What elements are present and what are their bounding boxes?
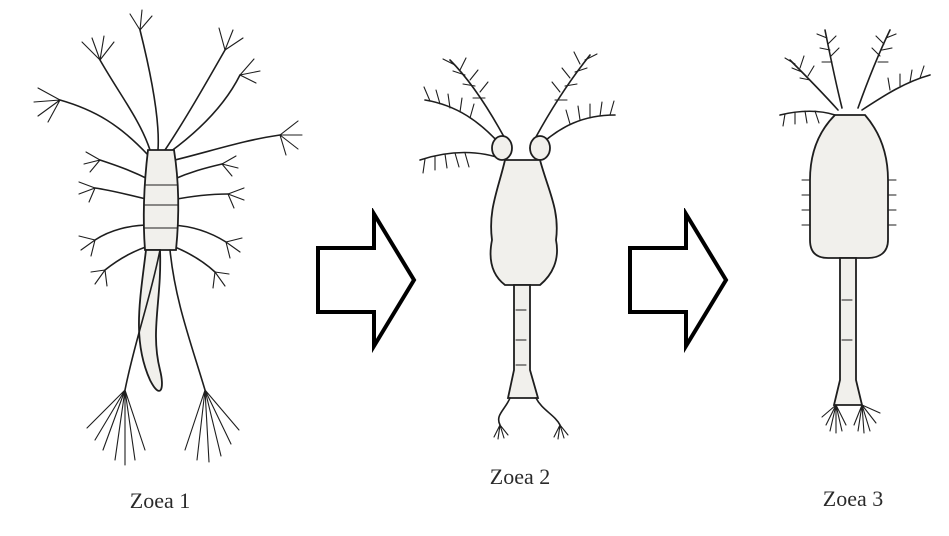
zoea-2-panel: Zoea 2: [410, 0, 630, 536]
zoea-1-illustration: [0, 0, 310, 536]
zoea-2-illustration: [410, 0, 630, 536]
zoea-1-caption: Zoea 1: [60, 488, 260, 514]
zoea-2-caption: Zoea 2: [420, 464, 620, 490]
zoea-3-panel: Zoea 3: [750, 0, 949, 536]
arrow-zoea1-to-zoea2: [312, 208, 422, 354]
zoea-3-illustration: [750, 0, 949, 536]
zoea-3-caption: Zoea 3: [753, 486, 949, 512]
arrow-zoea2-to-zoea3: [624, 208, 734, 354]
zoea-1-panel: Zoea 1: [0, 0, 310, 536]
